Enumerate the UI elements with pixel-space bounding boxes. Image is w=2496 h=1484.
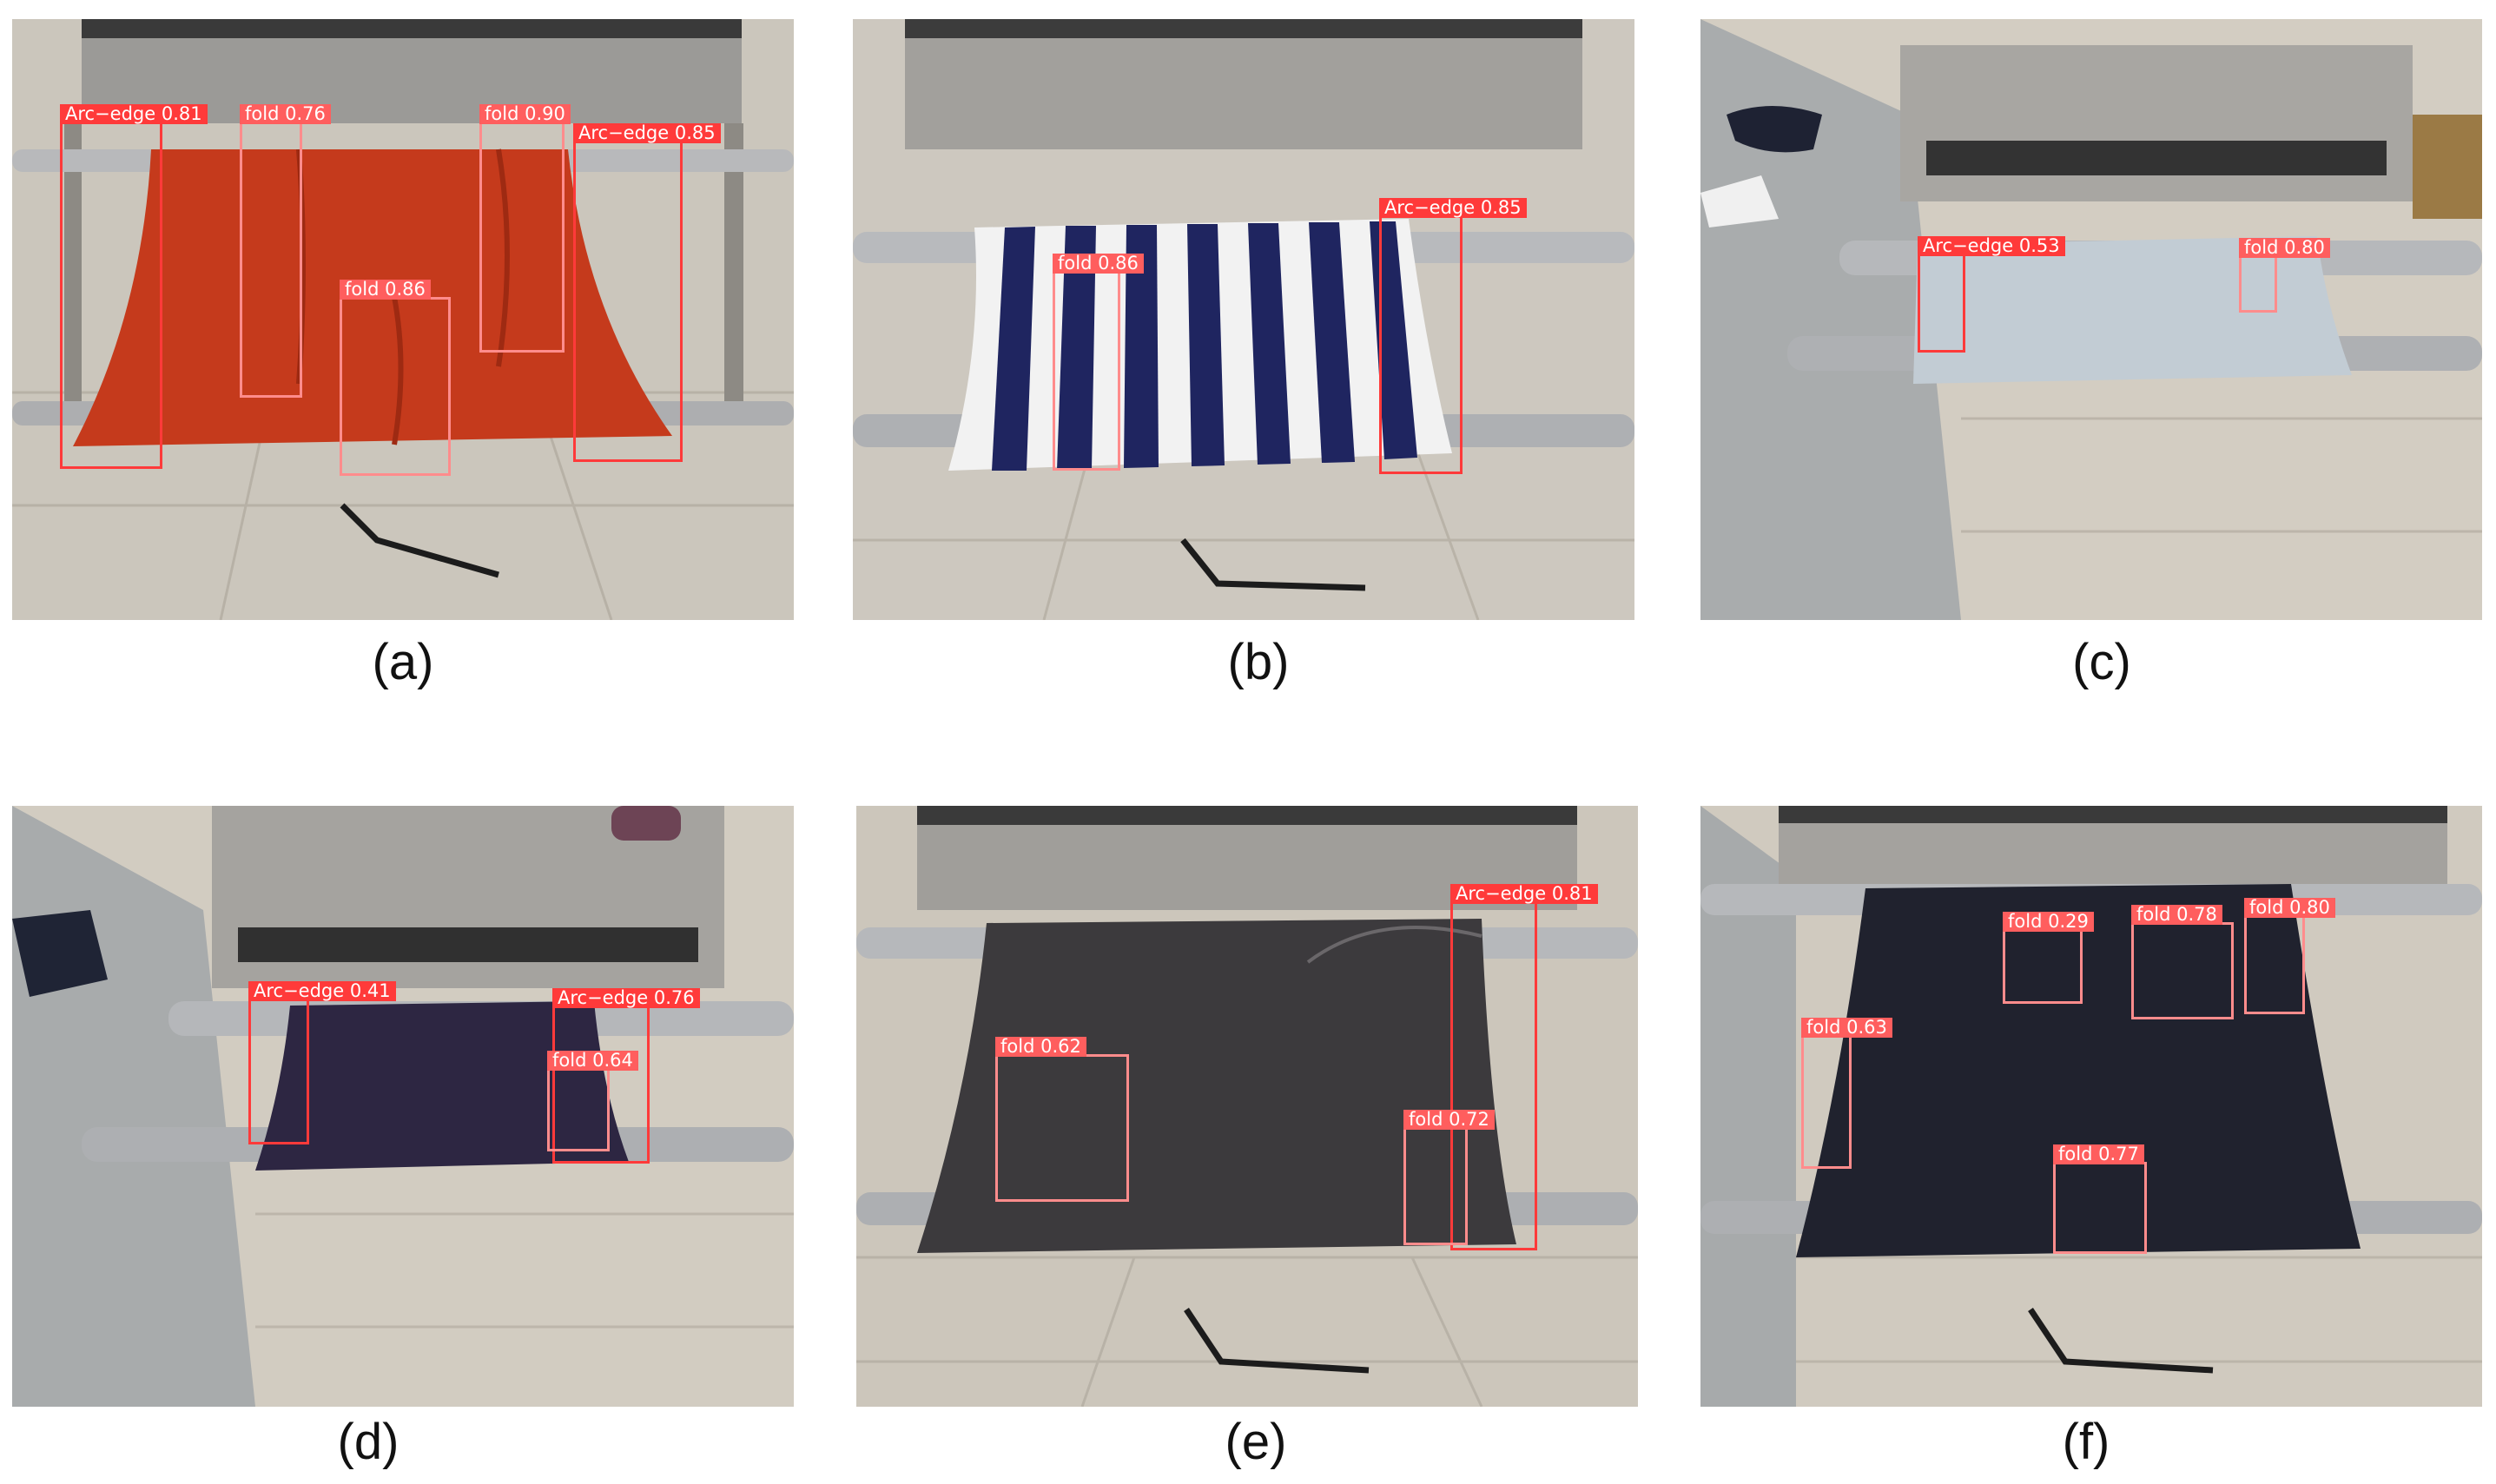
panel-caption-c: (c) (2072, 634, 2131, 690)
detection-label: fold 0.78 (2131, 905, 2222, 925)
detection-box-arc-edge: Arc−edge 0.81 (60, 104, 208, 469)
photo-scene-black-fabric (1700, 806, 2482, 1407)
detection-label: fold 0.86 (340, 280, 431, 300)
detection-label: fold 0.80 (2244, 898, 2335, 918)
detection-box-fold: fold 0.62 (995, 1037, 1129, 1202)
photo-panel-b: fold 0.86 Arc−edge 0.85 (853, 19, 1634, 620)
detection-label: fold 0.64 (547, 1051, 638, 1071)
detection-label: fold 0.63 (1801, 1018, 1892, 1038)
photo-scene-purple-fabric (12, 806, 794, 1407)
detection-box-arc-edge: Arc−edge 0.41 (248, 981, 396, 1144)
detection-label: fold 0.77 (2053, 1144, 2144, 1164)
panel-caption-a: (a) (372, 634, 434, 690)
detection-box-fold: fold 0.86 (1053, 254, 1144, 471)
detection-label: fold 0.29 (2003, 912, 2094, 932)
detection-label: fold 0.80 (2239, 238, 2330, 258)
photo-scene-red-fabric (12, 19, 794, 620)
panel-caption-d: (d) (337, 1414, 399, 1470)
detection-box-fold: fold 0.64 (547, 1051, 638, 1151)
photo-scene-grey-fabric (1700, 19, 2482, 620)
panel-caption-e: (e) (1225, 1414, 1287, 1470)
detection-box-arc-edge: Arc−edge 0.85 (1379, 198, 1527, 474)
detection-label: fold 0.86 (1053, 254, 1144, 274)
detection-label: Arc−edge 0.81 (1450, 884, 1598, 904)
detection-label: fold 0.90 (479, 104, 571, 124)
photo-scene-striped-fabric (853, 19, 1634, 620)
photo-panel-c: Arc−edge 0.53 fold 0.80 (1700, 19, 2482, 620)
detection-label: Arc−edge 0.85 (573, 123, 721, 143)
detection-label: Arc−edge 0.76 (552, 988, 700, 1008)
detection-label: Arc−edge 0.41 (248, 981, 396, 1001)
detection-label: fold 0.62 (995, 1037, 1086, 1057)
detection-box-fold: fold 0.80 (2239, 238, 2330, 313)
detection-box-fold: fold 0.72 (1403, 1110, 1495, 1245)
detection-box-fold: fold 0.77 (2053, 1144, 2147, 1254)
detection-label: fold 0.76 (240, 104, 331, 124)
photo-panel-e: Arc−edge 0.81 fold 0.62 fold 0.72 (856, 806, 1638, 1407)
detection-box-fold: fold 0.76 (240, 104, 331, 398)
detection-box-fold: fold 0.29 (2003, 912, 2094, 1004)
photo-scene-dark-grey-fabric (856, 806, 1638, 1407)
detection-label: Arc−edge 0.85 (1379, 198, 1527, 218)
photo-panel-a: Arc−edge 0.81 fold 0.76 fold 0.86 fold 0… (12, 19, 794, 620)
detection-box-arc-edge: Arc−edge 0.85 (573, 123, 721, 462)
detection-box-fold: fold 0.80 (2244, 898, 2335, 1014)
photo-panel-d: Arc−edge 0.41 Arc−edge 0.76 fold 0.64 (12, 806, 794, 1407)
detection-box-fold: fold 0.63 (1801, 1018, 1892, 1169)
detection-box-fold: fold 0.78 (2131, 905, 2234, 1019)
detection-label: Arc−edge 0.81 (60, 104, 208, 124)
detection-box-fold: fold 0.90 (479, 104, 571, 353)
photo-panel-f: fold 0.29 fold 0.78 fold 0.80 fold 0.63 … (1700, 806, 2482, 1407)
panel-caption-b: (b) (1227, 634, 1290, 690)
detection-box-arc-edge: Arc−edge 0.53 (1918, 236, 2065, 353)
detection-box-arc-edge: Arc−edge 0.76 (552, 988, 700, 1164)
panel-caption-f: (f) (2062, 1414, 2110, 1470)
detection-label: fold 0.72 (1403, 1110, 1495, 1130)
detection-box-fold: fold 0.86 (340, 280, 451, 476)
detection-label: Arc−edge 0.53 (1918, 236, 2065, 256)
detection-box-arc-edge: Arc−edge 0.81 (1450, 884, 1598, 1250)
